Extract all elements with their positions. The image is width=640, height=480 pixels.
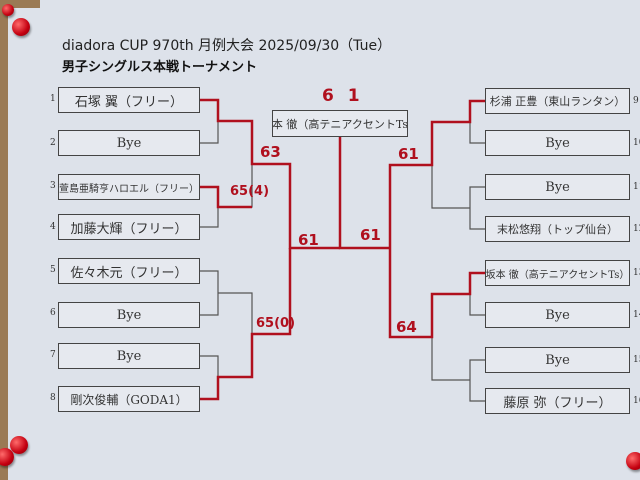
pushpin-icon (12, 18, 30, 36)
match-score: 61 (398, 145, 419, 163)
player-slot: 佐々木元（フリー） (58, 258, 200, 284)
corkboard-edge-top (0, 0, 40, 8)
match-score: 65(4) (230, 184, 270, 199)
tournament-title: diadora CUP 970th 月例大会 2025/09/30（Tue） (62, 38, 392, 54)
seed-number: 14 (633, 310, 640, 320)
player-slot: 剛次俊輔（GODA1） (58, 386, 200, 412)
match-score: 65(0) (256, 316, 296, 331)
seed-number: 16 (633, 396, 640, 406)
player-slot: 末松悠翔（トップ仙台） (485, 216, 630, 242)
seed-number: 8 (50, 393, 56, 403)
player-slot: 石塚 翼（フリー） (58, 87, 200, 113)
seed-number: 15 (633, 355, 640, 365)
pushpin-icon (2, 4, 14, 16)
player-slot: Bye (485, 347, 630, 373)
match-score: 63 (260, 143, 281, 161)
seed-number: 5 (50, 265, 56, 275)
player-slot: 坂本 徹（高テニアクセントTs） (485, 260, 630, 286)
seed-number: 6 (50, 308, 56, 318)
player-slot: Bye (58, 343, 200, 369)
match-score: 64 (396, 318, 417, 336)
bracket-subtitle: 男子シングルス本戦トーナメント (62, 60, 258, 75)
final-score: 6 1 (322, 86, 364, 106)
player-slot: Bye (58, 130, 200, 156)
player-slot: 杉浦 正豊（東山ランタン） (485, 88, 630, 114)
seed-number: 4 (50, 222, 56, 232)
seed-number: 10 (633, 138, 640, 148)
player-slot: 藤原 弥（フリー） (485, 388, 630, 414)
corkboard-edge-left (0, 0, 8, 480)
seed-number: 12 (633, 224, 640, 234)
player-slot: Bye (485, 130, 630, 156)
player-slot: Bye (485, 174, 630, 200)
pushpin-icon (626, 452, 640, 470)
seed-number: 13 (633, 268, 640, 278)
champion-box: 坂本 徹（高テニアクセントTs） (272, 110, 408, 137)
seed-number: 2 (50, 138, 56, 148)
match-score: 61 (360, 226, 381, 244)
seed-number: 7 (50, 350, 56, 360)
player-slot: Bye (58, 302, 200, 328)
seed-number: 3 (50, 181, 56, 191)
match-score: 61 (298, 231, 319, 249)
pushpin-icon (0, 448, 14, 466)
seed-number: 1 (50, 94, 56, 104)
pushpin-icon (10, 436, 28, 454)
player-slot: 加藤大輝（フリー） (58, 214, 200, 240)
player-slot: Bye (485, 302, 630, 328)
player-slot: 萱島亜騎亨ハロエル（フリー） (58, 174, 200, 200)
seed-number: 11 (633, 182, 640, 192)
seed-number: 9 (633, 96, 639, 106)
